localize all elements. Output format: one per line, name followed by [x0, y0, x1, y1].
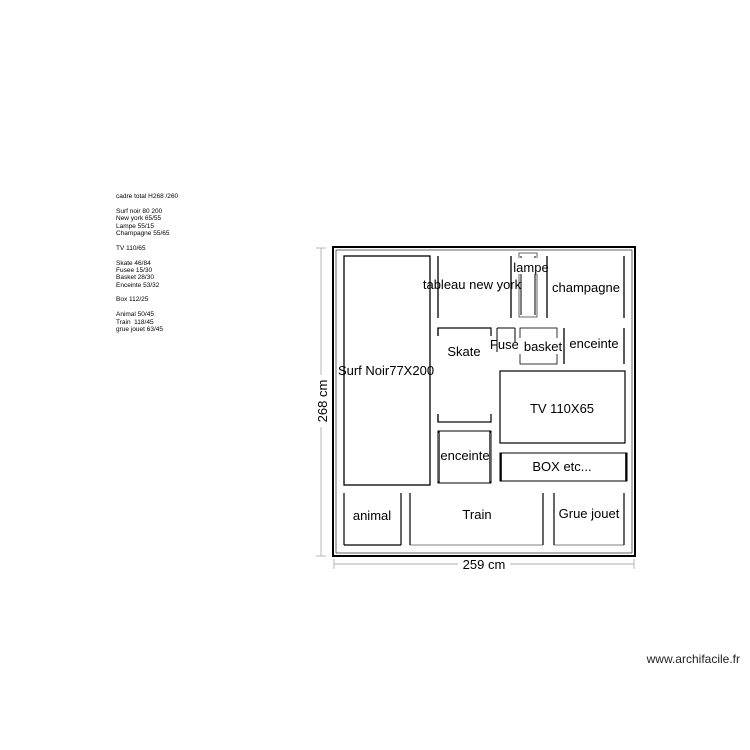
note-line: Animal 50/45 [116, 311, 154, 319]
width-label: 259 cm [463, 557, 506, 572]
fusee [496, 327, 516, 352]
animal [343, 493, 402, 546]
height-label: 268 cm [315, 380, 330, 423]
grue-label: Grue jouet [559, 506, 620, 521]
lampe-label: lampe [513, 260, 548, 275]
note-line: TV 110/65 [116, 244, 146, 252]
champagne [546, 256, 625, 318]
note-line: Lampe 55/15 [116, 222, 154, 230]
note-line: cadre total H268 /260 [116, 193, 179, 200]
tv-label: TV 110X65 [530, 401, 594, 416]
note-line: New york 65/55 [116, 215, 162, 223]
skate-label: Skate [447, 344, 480, 359]
basket-label: basket [524, 339, 563, 354]
train [409, 493, 544, 546]
grue-jouet [553, 493, 625, 546]
basket-label-bg [518, 338, 564, 354]
tv [499, 370, 626, 444]
train-label: Train [462, 507, 491, 522]
lampe-label-bg [513, 258, 551, 274]
notes-panel: cadre total H268 /260 Surf noir 80 200 N… [116, 193, 178, 333]
site-credit: www.archifacile.fr [646, 652, 740, 666]
tableau-label: tableau new york [423, 277, 522, 292]
enceinte-right-label: enceinte [569, 336, 618, 351]
lampe [518, 252, 538, 318]
note-line: grue jouet 63/45 [116, 326, 163, 334]
champagne-label: champagne [552, 280, 620, 295]
animal-label: animal [353, 508, 391, 523]
note-line: Surf noir 80 200 [116, 207, 163, 215]
width-label-bg [458, 557, 510, 571]
enceinte-right [563, 328, 625, 364]
inner-frame [335, 249, 633, 554]
note-line: Enceinte 53/32 [116, 281, 160, 289]
fusee-label: Fusee [490, 337, 526, 352]
note-line: Box 112/25 [116, 296, 149, 304]
note-line: Train 118/45 [116, 318, 154, 326]
note-line: Fusee 15/30 [116, 266, 153, 274]
tableau-new-york [437, 256, 512, 318]
box-label: BOX etc... [532, 459, 591, 474]
height-label-bg [314, 375, 328, 427]
surf-label: Surf Noir77X200 [338, 363, 434, 378]
outer-frame [332, 246, 636, 557]
note-line: Skate 46/84 [116, 259, 151, 267]
enceinte-left-gap [438, 433, 491, 481]
enceinte-left-label: enceinte [440, 448, 489, 463]
note-line: Basket 28/30 [116, 274, 154, 282]
skate-gap [436, 336, 493, 414]
box [499, 452, 628, 482]
surf-board [343, 255, 431, 486]
note-line: Champagne 55/65 [116, 229, 170, 237]
